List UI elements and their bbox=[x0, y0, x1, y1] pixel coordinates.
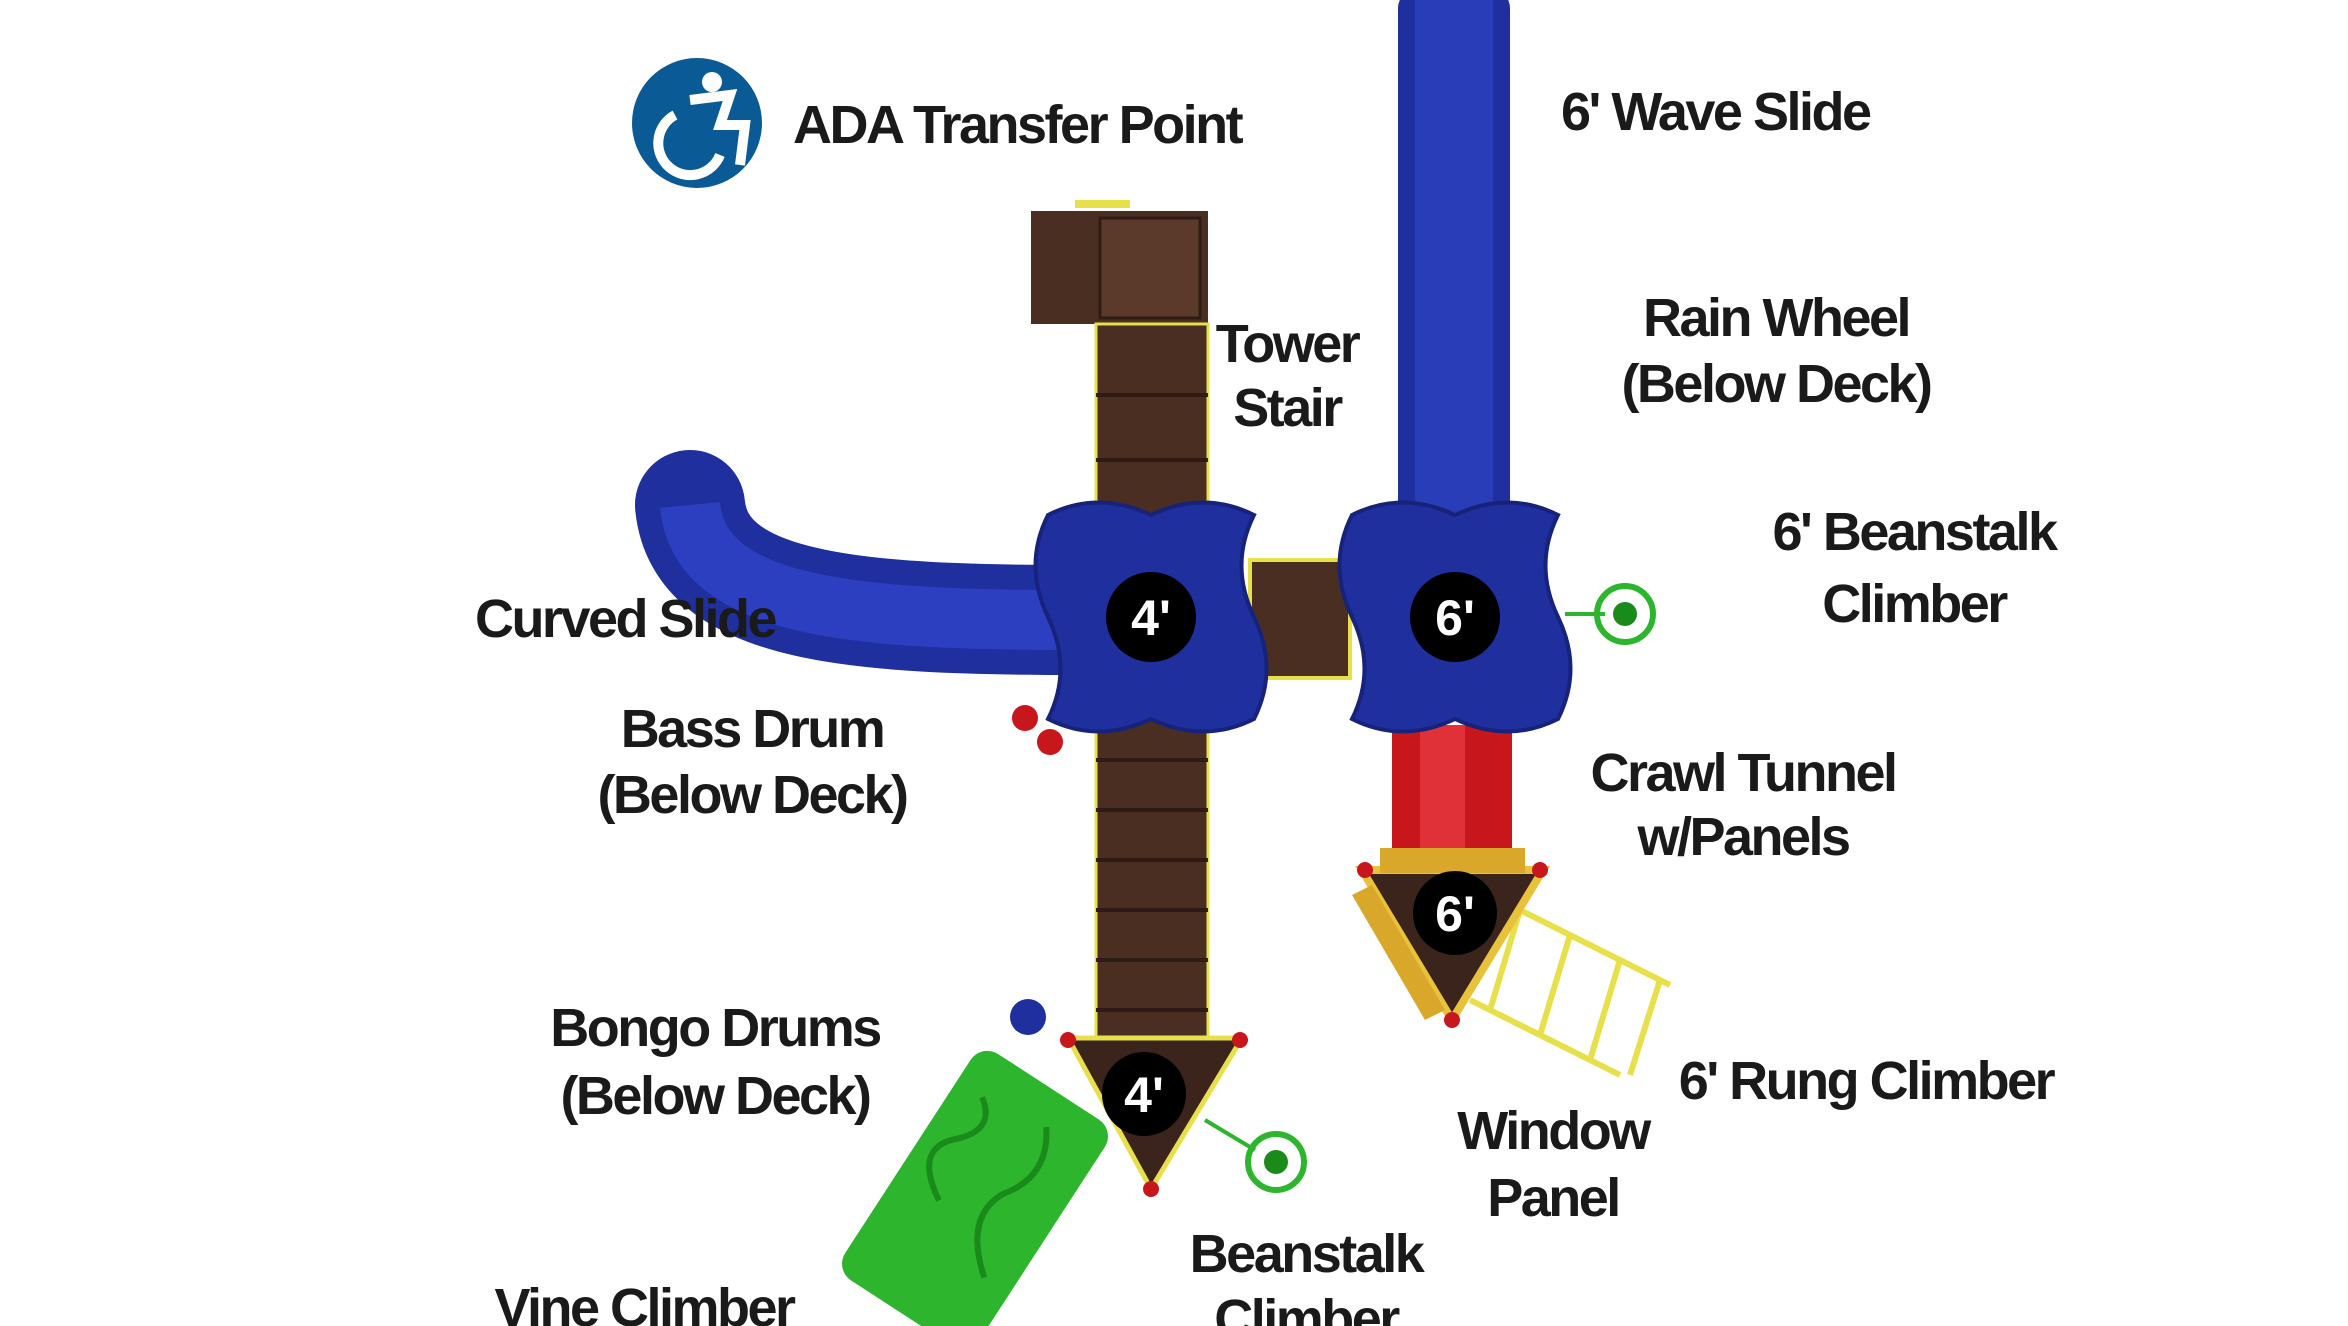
label-beanstalk-1: Beanstalk bbox=[1190, 1224, 1426, 1284]
label-wave-slide: 6' Wave Slide bbox=[1561, 82, 1871, 142]
deck-b-height: 6' bbox=[1435, 590, 1475, 646]
label-bongo-drums-1: Bongo Drums bbox=[550, 998, 880, 1058]
label-bass-drum-1: Bass Drum bbox=[621, 699, 884, 759]
label-bass-drum-2: (Below Deck) bbox=[597, 765, 907, 825]
label-tower-stair-1: Tower bbox=[1216, 314, 1361, 374]
label-tower-stair-2: Stair bbox=[1233, 378, 1343, 438]
deck-b bbox=[1337, 500, 1573, 734]
label-beanstalk-6-2: Climber bbox=[1822, 574, 2008, 634]
label-curved-slide: Curved Slide bbox=[475, 589, 777, 649]
vine-climber bbox=[842, 1050, 1108, 1326]
deck-a bbox=[1033, 500, 1269, 734]
rung-climber bbox=[1468, 897, 1672, 1078]
label-rung-climber: 6' Rung Climber bbox=[1679, 1051, 2056, 1111]
bongo-drums-icon bbox=[1010, 999, 1046, 1035]
label-ada: ADA Transfer Point bbox=[793, 95, 1244, 155]
label-rain-wheel-2: (Below Deck) bbox=[1621, 354, 1931, 414]
label-vine-climber: Vine Climber bbox=[494, 1278, 796, 1326]
label-crawl-tunnel-2: w/Panels bbox=[1636, 807, 1849, 867]
label-window-panel-2: Panel bbox=[1487, 1168, 1619, 1228]
deck-a-height: 4' bbox=[1131, 590, 1171, 646]
deck-d-height: 4' bbox=[1124, 1067, 1164, 1123]
label-rain-wheel-1: Rain Wheel bbox=[1643, 288, 1909, 348]
label-window-panel-1: Window bbox=[1457, 1101, 1652, 1161]
label-beanstalk-6-1: 6' Beanstalk bbox=[1772, 502, 2058, 562]
beanstalk-6-icon bbox=[1565, 583, 1656, 645]
window-panel bbox=[1352, 885, 1445, 1020]
beanstalk-icon bbox=[1203, 1118, 1307, 1193]
bass-drum-icon bbox=[1012, 705, 1063, 755]
label-crawl-tunnel-1: Crawl Tunnel bbox=[1590, 743, 1895, 803]
label-beanstalk-2: Climber bbox=[1214, 1289, 1400, 1326]
deck-c-height: 6' bbox=[1435, 886, 1475, 942]
ada-icon bbox=[632, 58, 762, 188]
label-bongo-drums-2: (Below Deck) bbox=[560, 1066, 870, 1126]
